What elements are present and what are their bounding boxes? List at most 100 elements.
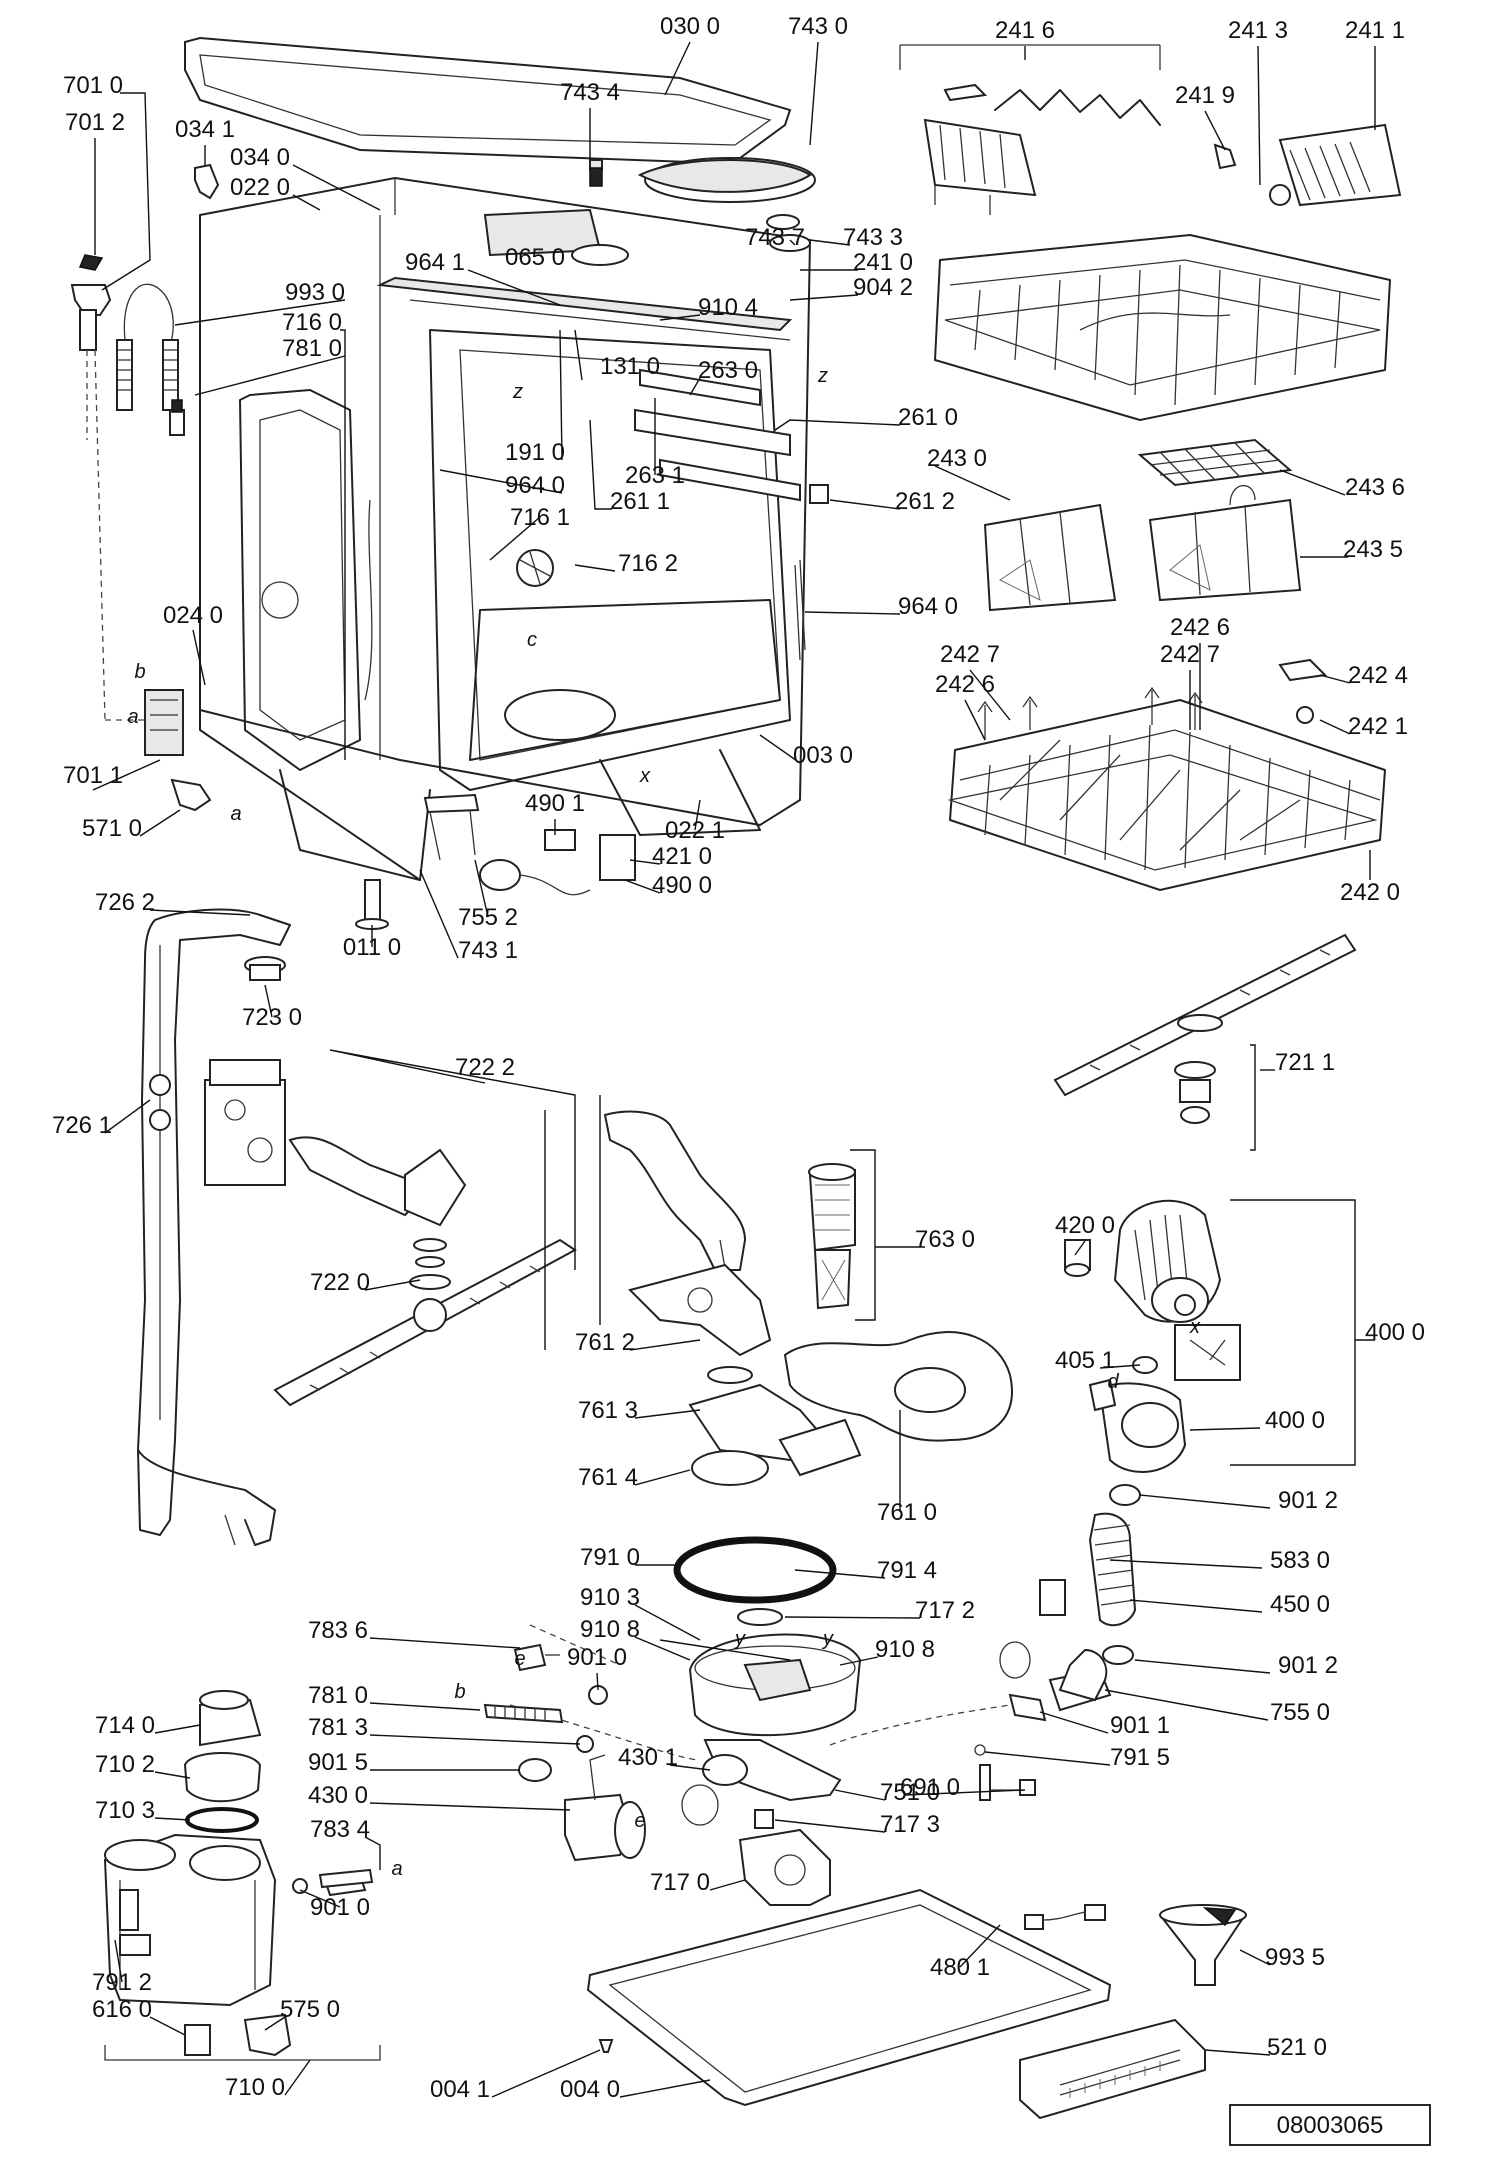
part-label: 716 1: [510, 504, 570, 531]
part-label: 783 4: [310, 1816, 370, 1843]
part-label: 901 0: [310, 1894, 370, 1921]
leader-line: [292, 164, 381, 211]
part-label: 791 5: [1110, 1744, 1170, 1771]
leader-line: [329, 1049, 576, 1270]
leader-line: [904, 1789, 1026, 1796]
leader-line: [1279, 469, 1346, 496]
part-label: 743 7: [745, 224, 805, 251]
leader-line: [834, 1789, 886, 1801]
leader-line: [1039, 1711, 1109, 1734]
leader-line: [299, 1889, 341, 1908]
part-label: 261 0: [898, 404, 958, 431]
part-label: 964 1: [405, 249, 465, 276]
part-label: 242 0: [1340, 879, 1400, 906]
leader-line: [694, 799, 701, 831]
part-label: 030 0: [660, 13, 720, 40]
leader-line: [92, 759, 161, 791]
reference-letter: y: [821, 1628, 834, 1650]
leader-line: [1319, 674, 1351, 684]
part-label: 726 1: [52, 1112, 112, 1139]
part-label: 901 2: [1278, 1652, 1338, 1679]
leader-line: [264, 984, 273, 1018]
reference-letter: c: [527, 629, 537, 651]
part-label: 910 8: [580, 1616, 640, 1643]
part-label: 726 2: [95, 889, 155, 916]
part-label: 710 0: [225, 2074, 285, 2101]
part-label: 400 0: [1265, 1407, 1325, 1434]
leader-line: [596, 1672, 599, 1691]
part-label: 003 0: [793, 742, 853, 769]
part-label: 034 0: [230, 144, 290, 171]
leader-line: [114, 1939, 123, 1983]
cabinet-assembly: [70, 36, 829, 930]
leader-line: [264, 2016, 286, 2031]
leader-line: [491, 2049, 601, 2098]
part-label: 430 1: [618, 1744, 678, 1771]
part-label: 242 4: [1348, 662, 1408, 689]
part-label: 901 0: [567, 1644, 627, 1671]
leader-line: [104, 1099, 151, 1134]
leader-line: [789, 294, 859, 301]
leader-line: [439, 469, 563, 494]
leader-line: [964, 699, 986, 741]
part-label: 011 0: [343, 934, 401, 961]
leader-line: [1239, 1949, 1271, 1966]
part-label: 791 4: [877, 1557, 937, 1584]
part-label: 701 0: [63, 72, 123, 99]
leader-line: [839, 1656, 879, 1666]
leader-line: [629, 859, 661, 865]
part-label: 004 0: [560, 2076, 620, 2103]
part-label: 964 0: [898, 593, 958, 620]
part-label: 761 2: [575, 1329, 635, 1356]
leader-line: [340, 329, 346, 760]
part-label: 901 5: [308, 1749, 368, 1776]
leader-line: [634, 1469, 691, 1486]
part-label: 263 1: [625, 462, 685, 489]
part-label: 910 3: [580, 1584, 640, 1611]
part-label: 024 0: [163, 602, 223, 629]
leader-line: [664, 41, 691, 96]
part-label: 716 0: [282, 309, 342, 336]
part-label: 263 0: [698, 357, 758, 384]
part-label: 993 0: [285, 279, 345, 306]
reference-letter: a: [127, 706, 138, 728]
part-label: 716 2: [618, 550, 678, 577]
leader-line: [1109, 1559, 1263, 1569]
part-label: 751 0: [880, 1779, 940, 1806]
leader-line: [284, 2059, 311, 2096]
leader-line: [467, 269, 561, 306]
part-label: 755 0: [1270, 1699, 1330, 1726]
reference-letter: z: [512, 381, 523, 403]
reference-letter: d: [1107, 1371, 1119, 1393]
leader-line: [369, 1734, 581, 1745]
leader-line: [174, 299, 346, 326]
part-label: 241 1: [1345, 17, 1405, 44]
sump-assembly: [292, 1199, 1241, 1906]
part-label: 761 3: [578, 1397, 638, 1424]
part-label: 717 2: [915, 1597, 975, 1624]
part-label: 901 2: [1278, 1487, 1338, 1514]
reference-letter: b: [134, 661, 145, 683]
part-label: 131 0: [600, 353, 660, 380]
part-label: 761 4: [578, 1464, 638, 1491]
part-label: 964 0: [505, 472, 565, 499]
part-label: 910 8: [875, 1636, 935, 1663]
leader-line: [1204, 110, 1226, 151]
reference-letter: x: [639, 765, 651, 787]
leader-line: [629, 1339, 701, 1351]
part-label: 400 0: [1365, 1319, 1425, 1346]
part-label: 034 1: [175, 116, 235, 143]
leader-line: [154, 1771, 191, 1779]
part-label: 243 0: [927, 445, 987, 472]
part-label: 430 0: [308, 1782, 368, 1809]
part-label: 781 3: [308, 1714, 368, 1741]
part-label: 191 0: [505, 439, 565, 466]
leader-line: [804, 611, 901, 615]
leader-line: [369, 1637, 521, 1649]
leader-line: [1139, 1494, 1271, 1509]
part-label: 420 0: [1055, 1212, 1115, 1239]
leader-line: [369, 1702, 481, 1711]
leader-line: [292, 194, 321, 211]
part-label: 743 4: [560, 79, 620, 106]
